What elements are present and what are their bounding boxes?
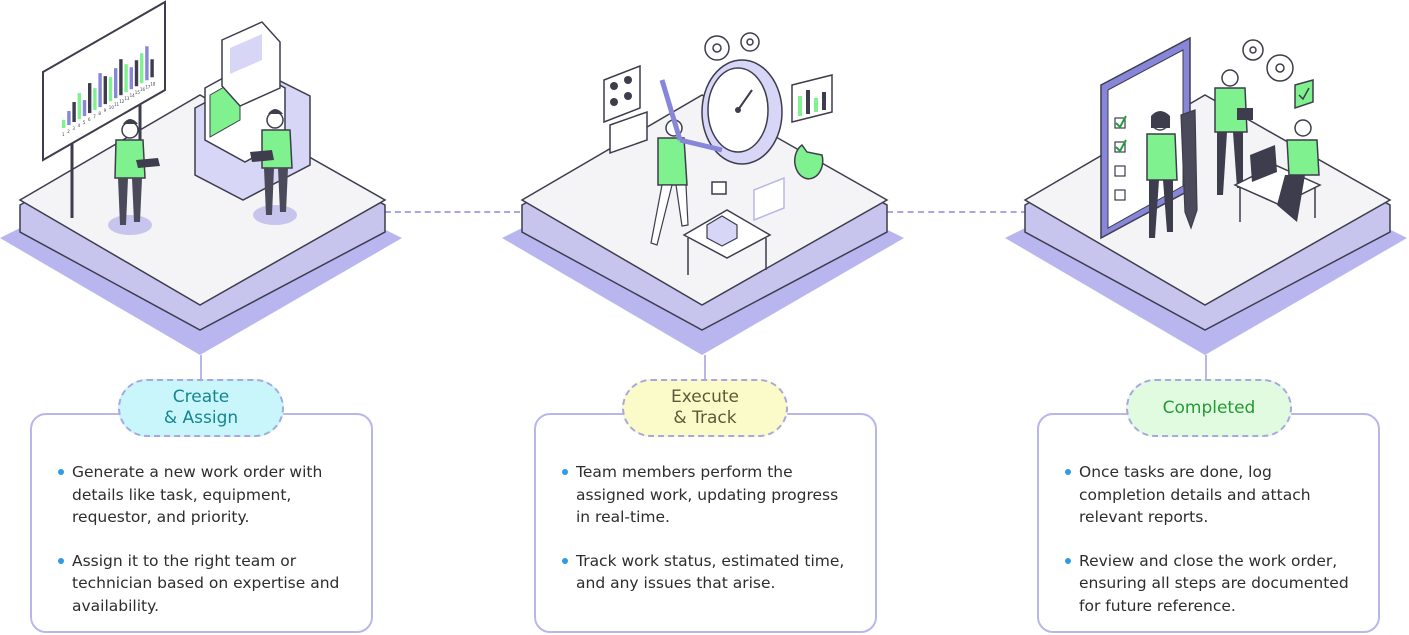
stage-2-title: Execute & Track	[622, 379, 788, 437]
board-bar	[82, 100, 87, 117]
work-table-icon	[682, 209, 772, 275]
stage-1-title-line2: & Assign	[163, 408, 239, 428]
stage-execute-track: Execute & Track Team members perform the…	[502, 0, 912, 635]
board-tick-label: 3	[72, 126, 75, 131]
board-bar	[72, 102, 76, 123]
board-bar	[108, 77, 113, 102]
board-bar	[88, 83, 92, 114]
person-right-icon	[250, 109, 297, 225]
board-tick-label: 14	[130, 93, 136, 98]
gear-icon	[1242, 39, 1294, 82]
board-bar	[140, 53, 144, 84]
technician-icon	[650, 79, 723, 246]
board-bar	[77, 93, 81, 120]
board-bar	[114, 68, 118, 99]
stage-3-illustration	[1005, 36, 1407, 355]
board-tick-label: 8	[98, 111, 101, 116]
board-tick-label: 9	[104, 108, 107, 113]
stage-1-card: Generate a new work order with details l…	[30, 413, 373, 633]
stage-3-bullet-1: Once tasks are done, log completion deta…	[1065, 461, 1358, 529]
pie-icon	[794, 143, 824, 180]
stage-1-title-line1: Create	[172, 387, 230, 407]
dials-panel-icon	[603, 64, 641, 124]
board-bar	[62, 120, 66, 128]
board-tick-label: 12	[119, 99, 125, 104]
person-man-icon	[1214, 69, 1253, 195]
board-tick-label: 16	[140, 87, 146, 92]
board-tick-label: 2	[67, 129, 70, 134]
board-tick-label: 18	[150, 81, 156, 86]
board-tick-label: 10	[109, 105, 115, 110]
person-laptop-icon	[1233, 119, 1322, 222]
stage-completed: Completed Once tasks are done, log compl…	[1005, 0, 1409, 635]
board-tick-label: 15	[135, 90, 141, 95]
stage-3-bullet-2: Review and close the work order, ensurin…	[1065, 550, 1358, 618]
board-bar	[93, 88, 97, 111]
connector-line-1	[385, 211, 520, 213]
board-tick-label: 7	[93, 114, 96, 119]
board-bar	[67, 111, 71, 126]
stage-3-bullets: Once tasks are done, log completion deta…	[1065, 461, 1358, 618]
gear-icon	[704, 32, 760, 61]
board-tick-label: 13	[124, 96, 130, 101]
stage-1-title: Create & Assign	[118, 379, 284, 437]
mini-chart-icon	[791, 74, 833, 123]
stage-2-title-line1: Execute	[671, 387, 739, 407]
board-tick-label: 1	[62, 132, 65, 137]
board-bar	[134, 60, 139, 87]
stage-1-bullet-2: Assign it to the right team or technicia…	[58, 550, 351, 618]
board-tick-label: 5	[83, 120, 86, 125]
board-tick-label: 6	[88, 117, 91, 122]
stage-2-title-line2: & Track	[673, 408, 737, 428]
board-bar	[145, 46, 149, 81]
stage-3-title-line1: Completed	[1162, 397, 1256, 418]
pen-icon	[1180, 109, 1198, 230]
connector-line-2	[887, 211, 1027, 213]
stage-2-illustration	[502, 32, 904, 355]
stage-3-title: Completed	[1126, 379, 1292, 437]
board-bar	[119, 59, 123, 96]
stage-3-card: Once tasks are done, log completion deta…	[1037, 413, 1380, 633]
board-bar	[98, 73, 102, 108]
person-woman-icon	[1146, 111, 1178, 238]
stage-2-bullets: Team members perform the assigned work, …	[562, 461, 855, 595]
stage-1-bullets: Generate a new work order with details l…	[58, 461, 351, 618]
board-tick-label: 17	[145, 84, 151, 89]
board-tick-label: 11	[114, 102, 120, 107]
board-tick-label: 4	[78, 123, 81, 128]
board-bar	[129, 67, 133, 90]
check-badge-icon	[1294, 79, 1314, 110]
stage-2-card: Team members perform the assigned work, …	[534, 413, 877, 633]
person-left-icon	[108, 119, 160, 235]
board-bar	[150, 59, 154, 78]
clock-icon	[701, 59, 783, 165]
stage-2-bullet-1: Team members perform the assigned work, …	[562, 461, 855, 529]
board-bar	[103, 76, 107, 105]
board-bar	[124, 64, 128, 93]
stage-2-bullet-2: Track work status, estimated time, and a…	[562, 550, 855, 595]
stage-1-bullet-1: Generate a new work order with details l…	[58, 461, 351, 529]
